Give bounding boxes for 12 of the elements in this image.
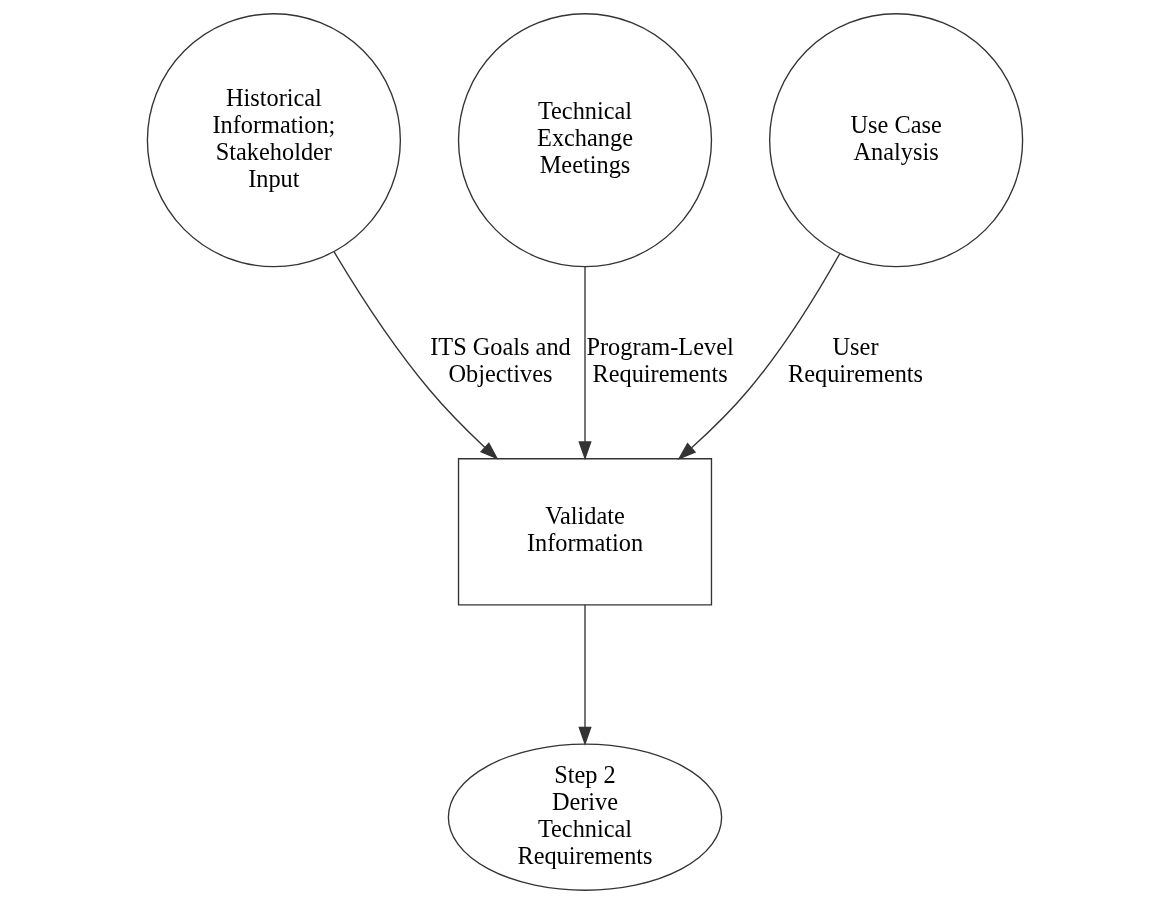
node-circle: Use Case Analysis — [768, 13, 1023, 268]
node-circle: Historical Information; Stakeholder Input — [146, 13, 401, 268]
edge-label: User Requirements — [787, 333, 923, 388]
arrow — [577, 266, 592, 461]
arrow — [577, 604, 592, 746]
edge-label: ITS Goals and Objectives — [429, 333, 571, 388]
arrow — [332, 251, 498, 460]
node-ellipse: Step 2 Derive Technical Requirements — [447, 743, 722, 891]
node-circle: Technical Exchange Meetings — [457, 13, 712, 268]
arrow — [677, 252, 840, 460]
edge-label: Program-Level Requirements — [585, 333, 734, 388]
node-box: Validate Information — [457, 458, 712, 606]
